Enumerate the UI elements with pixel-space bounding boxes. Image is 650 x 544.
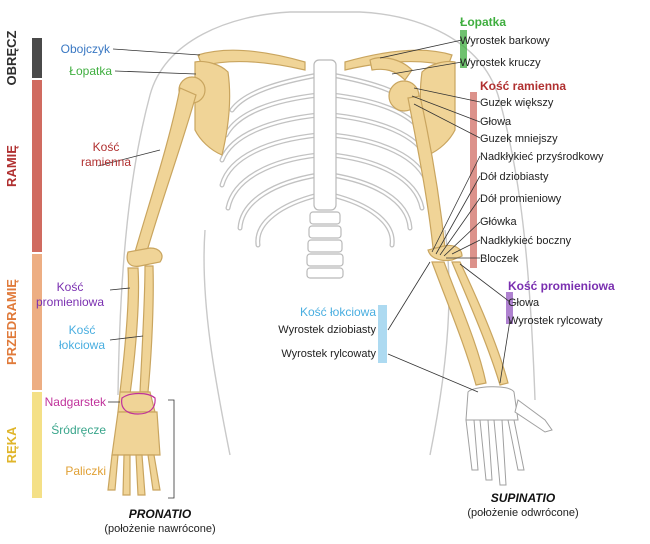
supination-caption: SUPINATIO [491,491,556,505]
lesser-tubercle-label: Guzek mniejszy [480,133,558,145]
left-leader-lines [97,48,201,499]
forearm-group-label: PRZEDRAMIĘ [4,279,19,365]
phalanges-label: Paliczki [65,464,106,478]
greater-tubercle-label: Guzek większy [480,97,554,109]
humerus-head-label: Głowa [480,116,512,128]
humerus-label-left-2: ramienna [81,155,131,169]
left-arm-bones [107,76,206,496]
ulna-label-left-2: łokciowa [59,338,105,352]
scapula-label-right: Łopatka [460,15,506,29]
ulna-label-left-1: Kość [69,323,96,337]
metacarpals-label: Śródręcze [51,422,106,437]
ulna-styloid-label: Wyrostek rylcowaty [281,348,376,360]
group-bars [32,38,42,498]
supination-subcaption: (położenie odwrócone) [467,507,578,519]
collarbones [197,49,453,71]
medial-epicondyle-label: Nadkłykieć przyśrodkowy [480,151,604,163]
ulna-coronoid-label: Wyrostek dziobiasty [278,324,376,336]
center-leader-lines [387,261,479,393]
capitulum-label: Główka [480,216,518,228]
radius-highlight-bar [506,292,513,324]
carpals-label: Nadgarstek [45,395,107,409]
spine [306,59,344,279]
scapula-highlight-bar [460,30,467,68]
right-arm-bones [388,80,509,386]
trochlea-label: Bloczek [480,253,519,265]
humerus-highlight-bar [470,92,477,268]
radius-label-right: Kość promieniowa [508,279,615,293]
arm-group-bar [32,80,42,252]
forearm-group-bar [32,254,42,390]
hand-group-bar [32,392,42,498]
pronation-subcaption: (położenie nawrócone) [104,523,215,535]
ulna-label-center: Kość łokciowa [300,305,376,319]
humerus-label-right: Kość ramienna [480,79,566,93]
humerus-label-left-1: Kość [93,140,120,154]
radius-head-label: Głowa [508,297,540,309]
scapula-label-left: Łopatka [69,64,112,78]
shoulder-group-bar [32,38,42,78]
radius-label-left-1: Kość [57,280,84,294]
right-leader-lines [379,39,511,384]
shoulder-group-label: OBRĘCZ [4,30,19,85]
coracoid-label: Wyrostek kruczy [460,57,541,69]
radial-fossa-label: Dół promieniowy [480,193,562,205]
ulna-highlight-bar [378,305,387,363]
hand-group-label: RĘKA [4,426,19,463]
collarbone-label: Obojczyk [61,42,111,56]
left-arm-outline [121,392,156,415]
radius-styloid-label: Wyrostek rylcowaty [508,315,603,327]
coronoid-fossa-label: Dół dziobiasty [480,171,549,183]
acromion-label: Wyrostek barkowy [460,35,550,47]
right-hand [465,386,553,486]
radius-label-left-2: promieniowa [36,295,104,309]
pronation-caption: PRONATIO [129,507,192,521]
arm-group-label: RAMIĘ [4,145,19,187]
lateral-epicondyle-label: Nadkłykieć boczny [480,235,572,247]
